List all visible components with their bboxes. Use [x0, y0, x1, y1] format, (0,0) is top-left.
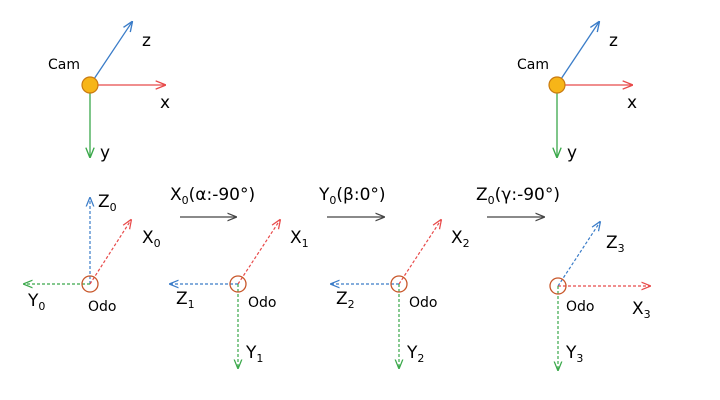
transform1-label: X0(α:-90°): [170, 185, 255, 207]
cam2-y-label: y: [567, 143, 577, 163]
odo2-z-label: Z2: [336, 289, 355, 311]
odo-frame-1: Odo X1 Z1 Y1: [170, 220, 309, 368]
cam1-x-label: x: [160, 93, 170, 113]
cam1-z-axis: [89, 22, 132, 86]
odo0-z-label: Z0: [98, 192, 117, 214]
odo0-x-label: X0: [142, 228, 161, 250]
cam-frame-2: Cam x y z: [517, 22, 637, 163]
odo1-label: Odo: [248, 295, 276, 311]
odo2-x-label: X2: [451, 228, 470, 250]
odo2-y-label: Y2: [406, 343, 424, 365]
odo-frame-3: Odo Z3 X3 Y3: [549, 222, 651, 370]
cam-frame-1: Cam x y z: [48, 22, 170, 163]
odo3-label: Odo: [566, 299, 594, 315]
odo1-y-label: Y1: [245, 343, 263, 365]
cam2-z-axis: [556, 22, 599, 86]
transform-step-3: Z0(γ:-90°): [476, 185, 560, 217]
cam2-z-label: z: [609, 31, 618, 51]
odo3-z-axis: [557, 222, 600, 287]
odo2-label: Odo: [409, 295, 437, 311]
odo-frame-0: Odo Z0 X0 Y0: [24, 192, 161, 315]
odo2-x-axis: [398, 220, 441, 285]
cam2-x-label: x: [627, 93, 637, 113]
odo3-z-label: Z3: [606, 233, 625, 255]
cam2-origin-dot: [548, 76, 566, 94]
cam1-origin-dot: [81, 76, 99, 94]
odo3-origin: [549, 277, 567, 295]
cam1-y-label: y: [100, 143, 110, 163]
odo1-origin: [229, 275, 247, 293]
odo-frame-2: Odo X2 Z2 Y2: [331, 220, 470, 368]
odo2-origin: [390, 275, 408, 293]
odo0-x-axis: [89, 220, 131, 285]
cam2-label: Cam: [517, 57, 549, 73]
odo0-label: Odo: [88, 299, 116, 315]
transform-step-1: X0(α:-90°): [170, 185, 255, 217]
odo0-origin: [81, 275, 99, 293]
cam1-z-label: z: [142, 31, 151, 51]
transform-step-2: Y0(β:0°): [318, 185, 386, 217]
transform3-label: Z0(γ:-90°): [476, 185, 560, 207]
odo1-x-label: X1: [290, 228, 309, 250]
odo0-y-label: Y0: [27, 291, 45, 313]
odo1-z-label: Z1: [176, 289, 195, 311]
transform2-label: Y0(β:0°): [318, 185, 386, 207]
cam1-label: Cam: [48, 57, 80, 73]
odo3-y-label: Y3: [565, 343, 583, 365]
odo1-x-axis: [237, 220, 280, 285]
odo3-x-label: X3: [632, 299, 651, 321]
